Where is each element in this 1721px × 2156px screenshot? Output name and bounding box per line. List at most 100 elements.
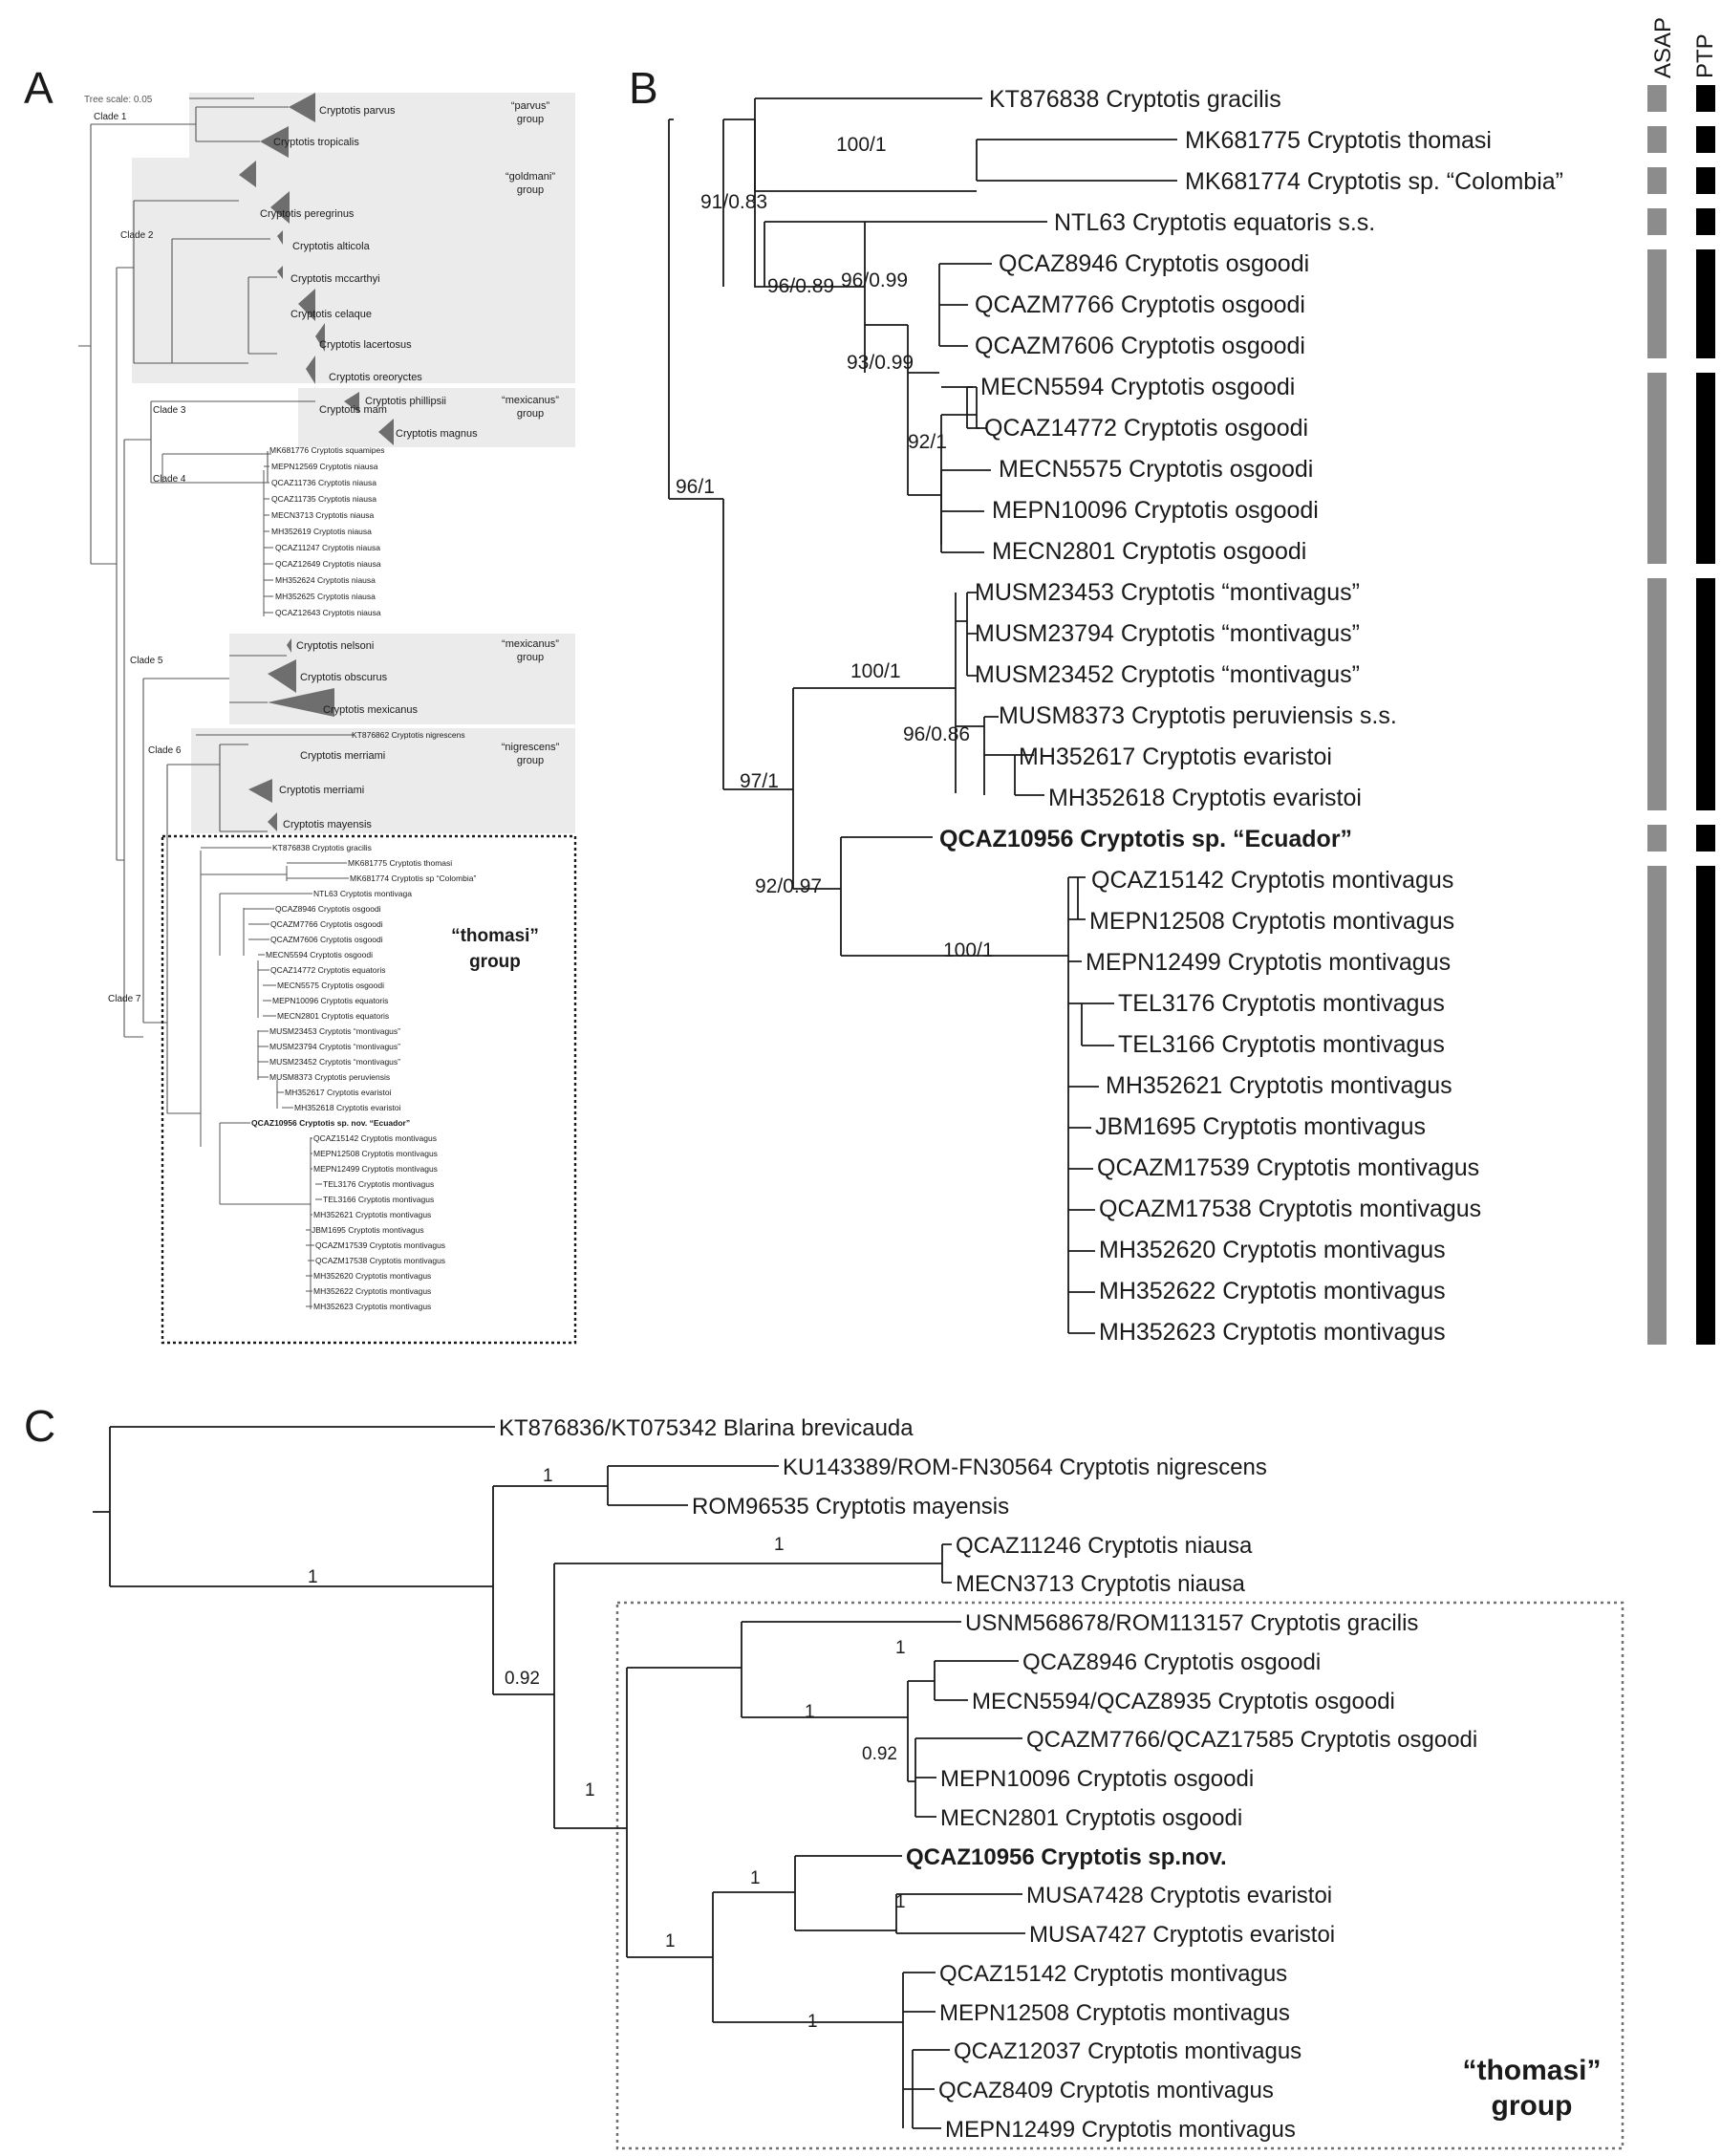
thomasi-group-box-c (615, 1601, 1624, 2150)
goldmani-group-box (132, 158, 575, 383)
tip-label-a: MECN5594 Cryptotis osgoodi (266, 950, 373, 959)
thomasi-group-box (161, 834, 577, 1345)
tip-label-a: KT876862 Cryptotis nigrescens (352, 730, 465, 740)
tip-label-a: QCAZM17539 Cryptotis montivagus (315, 1240, 445, 1250)
tip-label-c: MEPN10096 Cryptotis osgoodi (940, 1766, 1254, 1792)
mexicanus-group-box-1 (298, 388, 575, 447)
tip-label-a: TEL3176 Cryptotis montivagus (323, 1179, 434, 1189)
ptp-bar (1696, 373, 1715, 564)
collapsed-label: Cryptotis nelsoni (296, 640, 374, 652)
tip-label-a: MH352617 Cryptotis evaristoi (285, 1088, 392, 1097)
asap-bar (1647, 85, 1667, 112)
tree-branch (627, 1621, 961, 1718)
tree-branch (956, 716, 1044, 796)
collapsed-label: Cryptotis obscurus (300, 672, 388, 683)
collapsed-label: Cryptotis phillipsii (365, 396, 446, 407)
support-value-c: 1 (774, 1535, 785, 1555)
asap-bar (1647, 126, 1667, 153)
collapsed-label: Cryptotis merriami (300, 750, 385, 762)
support-value-b: 100/1 (850, 660, 901, 682)
tip-label-b: MEPN12508 Cryptotis montivagus (1089, 908, 1454, 935)
tip-label-a: QCAZ11735 Cryptotis niausa (271, 494, 376, 504)
ptp-bar (1696, 866, 1715, 1345)
tip-label-a: MH352620 Cryptotis montivagus (313, 1271, 431, 1281)
asap-bar (1647, 578, 1667, 810)
tip-label-b: MK681774 Cryptotis sp. “Colombia” (1185, 168, 1563, 195)
clade-label: Clade 6 (148, 745, 182, 756)
support-value-b: 93/0.99 (847, 352, 914, 374)
clade-label: Clade 7 (108, 994, 141, 1004)
panel-b: B ASAP PTP KT876838 Cryptotis gracilisMK… (629, 17, 1718, 1346)
clade-label: Clade 2 (120, 230, 154, 241)
tip-label-b: MEPN12499 Cryptotis montivagus (1086, 949, 1451, 976)
tip-label-b: NTL63 Cryptotis equatoris s.s. (1054, 209, 1375, 236)
tip-label-b: QCAZM17538 Cryptotis montivagus (1099, 1196, 1481, 1222)
panel-c-letter: C (24, 1401, 55, 1451)
group-label: “mexicanus” (502, 638, 559, 650)
tip-label-a: QCAZM7606 Cryptotis osgoodi (270, 935, 383, 944)
tip-label-a: NTL63 Cryptotis montivaga (313, 889, 412, 898)
asap-bar (1647, 167, 1667, 194)
clade-label: Clade 5 (130, 656, 163, 666)
tip-label-c: QCAZ10956 Cryptotis sp.nov. (906, 1844, 1227, 1870)
tip-label-b: QCAZM7606 Cryptotis osgoodi (975, 333, 1305, 359)
clade-4-branches (151, 453, 271, 616)
thomasi-small-internal (219, 894, 312, 1309)
tip-label-a: JBM1695 Cryptotis montivagus (312, 1225, 424, 1235)
support-value-c: 1 (805, 1702, 815, 1722)
support-value-b: 92/1 (908, 431, 947, 453)
collapsed-label: Cryptotis magnus (396, 428, 478, 440)
tree-branch (793, 836, 1068, 957)
support-value-b: 100/1 (836, 134, 887, 156)
tip-label-c: QCAZ11246 Cryptotis niausa (956, 1533, 1253, 1559)
tree-branch (903, 2049, 950, 2129)
tip-label-a: QCAZ11247 Cryptotis niausa (275, 543, 380, 552)
tree-branch (1068, 1003, 1114, 1334)
panel-b-letter: B (629, 63, 658, 113)
tip-label-b: QCAZ8946 Cryptotis osgoodi (999, 250, 1309, 277)
tip-label-c: MECN2801 Cryptotis osgoodi (940, 1805, 1242, 1831)
tip-label-a: MEPN10096 Cryptotis equatoris (272, 996, 388, 1005)
tip-label-a: MECN3713 Cryptotis niausa (271, 510, 375, 520)
tip-label-b: MH352622 Cryptotis montivagus (1099, 1278, 1446, 1304)
tree-branch (554, 1668, 628, 1957)
support-value-b: 96/0.86 (903, 723, 970, 745)
tip-label-a: MH352623 Cryptotis montivagus (313, 1302, 431, 1311)
tip-label-c: MECN3713 Cryptotis niausa (956, 1571, 1245, 1597)
tip-label-b: TEL3176 Cryptotis montivagus (1118, 990, 1445, 1017)
tree-branch (1067, 876, 1086, 1333)
ptp-bar (1696, 85, 1715, 112)
panel-a-group-labels: “parvus” group “goldmani” group “mexican… (502, 100, 560, 766)
collapsed-label: Cryptotis merriami (279, 785, 364, 796)
tip-label-c: MUSA7427 Cryptotis evaristoi (1029, 1922, 1335, 1948)
tip-label-b: KT876838 Cryptotis gracilis (989, 86, 1281, 113)
asap-bar (1647, 825, 1667, 852)
support-value-c: 1 (585, 1780, 595, 1800)
tip-label-b: MECN5594 Cryptotis osgoodi (980, 374, 1295, 400)
collapsed-label: Cryptotis mccarthyi (290, 273, 380, 285)
panel-a-collapsed-labels: Cryptotis parvus Cryptotis tropicalis Cr… (260, 105, 478, 830)
support-value-c: 1 (895, 1638, 906, 1658)
tree-branch (907, 373, 991, 545)
support-value-c: 1 (543, 1466, 553, 1486)
tip-label-c: KU143389/ROM-FN30564 Cryptotis nigrescen… (783, 1455, 1267, 1480)
tip-label-c: QCAZ8409 Cryptotis montivagus (938, 2078, 1274, 2103)
ptp-bar (1696, 578, 1715, 810)
support-value-b: 96/1 (676, 476, 715, 498)
tip-label-b: QCAZ10956 Cryptotis sp. “Ecuador” (939, 826, 1352, 852)
tip-label-c: MUSA7428 Cryptotis evaristoi (1026, 1883, 1332, 1908)
tree-branch (713, 1972, 936, 2128)
ptp-bar (1696, 126, 1715, 153)
thomasi-group-label: group (469, 952, 521, 972)
tip-label-a: QCAZ12649 Cryptotis niausa (275, 559, 381, 569)
tree-branch (668, 119, 723, 500)
tree-scale-label: Tree scale: 0.05 (84, 95, 153, 105)
tip-label-a: QCAZ12643 Cryptotis niausa (275, 608, 381, 617)
group-label: “goldmani” (506, 171, 555, 183)
asap-column-header: ASAP (1650, 17, 1676, 78)
group-label: group (517, 755, 544, 766)
group-label: “mexicanus” (502, 395, 559, 406)
tip-label-b: MECN2801 Cryptotis osgoodi (992, 538, 1306, 565)
